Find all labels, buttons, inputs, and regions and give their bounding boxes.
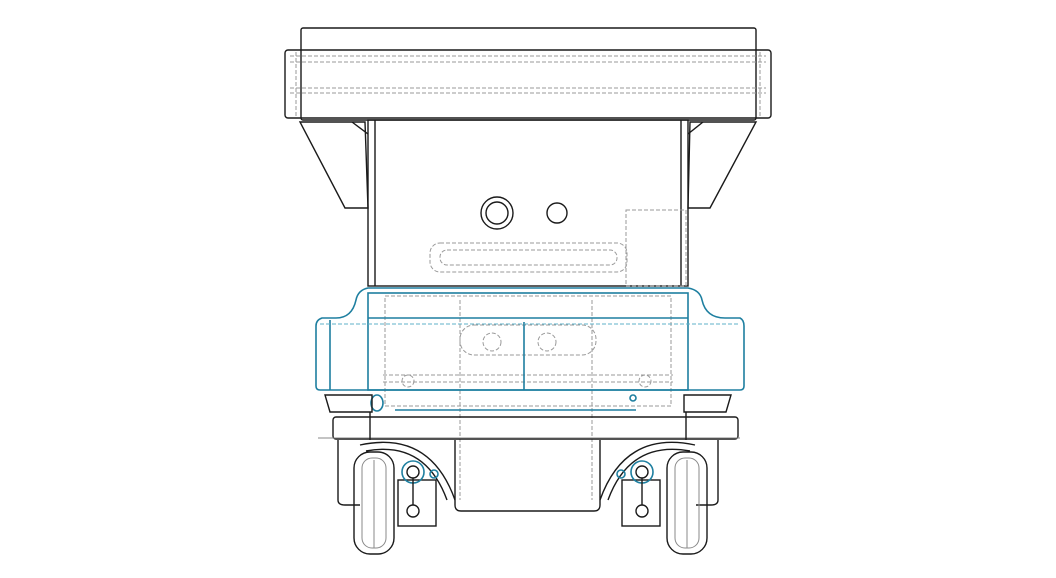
panel — [625, 209, 687, 287]
arch-left — [359, 441, 456, 501]
port-large — [480, 196, 514, 230]
lower-body — [454, 440, 601, 512]
base — [318, 394, 740, 512]
wheel-left — [353, 451, 439, 555]
handle — [429, 242, 628, 273]
bumper — [315, 287, 745, 412]
wheel-right — [616, 451, 708, 555]
hidden-internals — [383, 295, 673, 500]
port-small — [546, 202, 568, 224]
top-tray — [284, 27, 772, 121]
arch-right — [599, 441, 696, 501]
main-body — [367, 119, 689, 287]
